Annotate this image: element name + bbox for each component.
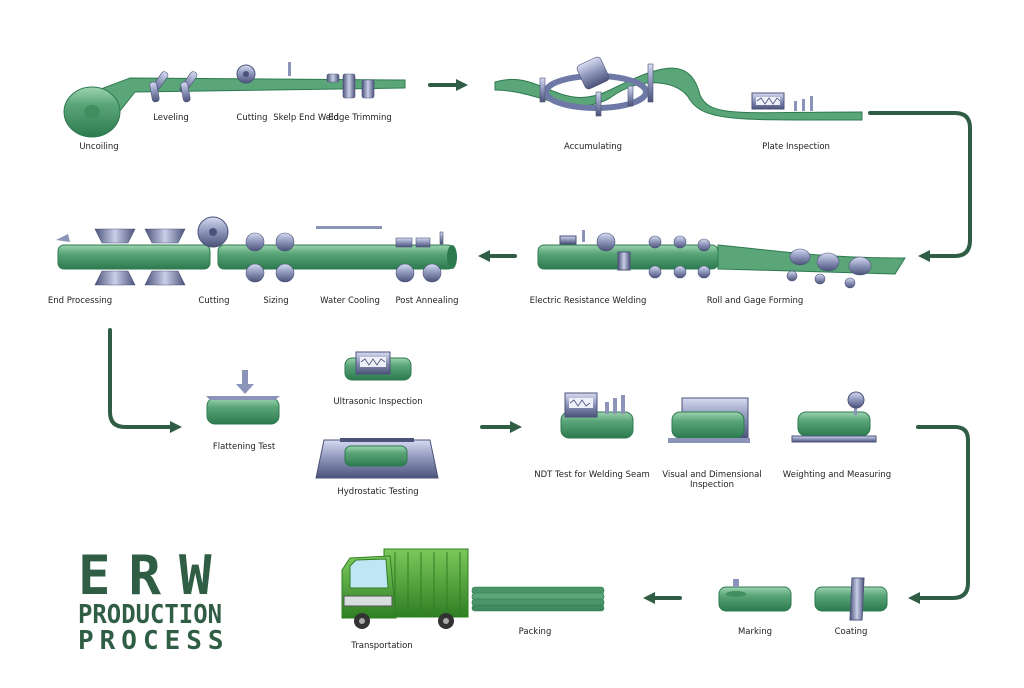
arrow-to-forming: [868, 111, 972, 258]
strip-line-1: [63, 62, 406, 138]
end-processing-rollers-icon: [94, 228, 186, 286]
label-ndt-test: NDT Test for Welding Seam: [534, 470, 650, 480]
end-processing-tool-icon: [56, 234, 70, 242]
label-roll-and-gage-forming: Roll and Gage Forming: [706, 296, 804, 306]
marking-icon: [718, 579, 792, 612]
label-weighting-measuring: Weighting and Measuring: [782, 470, 892, 480]
label-ultrasonic-inspection: Ultrasonic Inspection: [333, 397, 423, 407]
label-end-processing: End Processing: [47, 296, 113, 306]
water-cooling-bar-icon: [316, 226, 382, 229]
sizing-rollers-icon: [245, 232, 442, 283]
hydrostatic-testing-icon: [315, 438, 439, 479]
pipe-line-2: [56, 216, 457, 286]
label-marking: Marking: [737, 627, 773, 637]
welding-head-icon: [559, 230, 631, 271]
accumulator-drum-icon: [576, 56, 610, 90]
tests-row: [206, 351, 877, 479]
label-uncoiling: Uncoiling: [79, 142, 119, 152]
plate-inspection-device-icon: [751, 92, 813, 111]
cutting-saw-icon: [236, 64, 256, 84]
weld-torch-icon: [288, 62, 291, 76]
label-coating: Coating: [834, 627, 868, 637]
label-accumulating: Accumulating: [563, 142, 623, 152]
label-flattening-test: Flattening Test: [212, 442, 276, 452]
label-water-cooling: Water Cooling: [320, 296, 380, 306]
ultrasonic-inspection-icon: [344, 351, 412, 381]
weighing-icon: [791, 391, 877, 443]
label-hydrostatic-testing: Hydrostatic Testing: [337, 487, 419, 497]
label-cutting-1: Cutting: [236, 113, 268, 123]
ndt-test-icon: [560, 392, 634, 439]
pipe-cutting-saw-icon: [197, 216, 229, 248]
label-skelp-end-weld: Skelp End Weld: [273, 113, 339, 123]
title-line-3: PROCESS: [78, 626, 230, 656]
forming-rollers-icon: [596, 232, 872, 289]
label-visual-dimensional: Visual and Dimensional Inspection: [662, 470, 762, 490]
visual-dimensional-icon: [668, 397, 750, 443]
truck-icon: [341, 548, 469, 629]
title-line-1: ERW: [78, 544, 230, 607]
label-transportation: Transportation: [351, 641, 413, 651]
title-line-2: PRODUCTION: [78, 600, 223, 630]
label-edge-trimming: Edge Trimming: [328, 113, 392, 123]
arrow-to-flattening: [108, 328, 177, 429]
annealing-units-icon: [395, 231, 444, 248]
label-leveling: Leveling: [153, 113, 189, 123]
label-post-annealing: Post Annealing: [395, 296, 459, 306]
edge-trim-rollers-icon: [326, 73, 375, 99]
label-cutting-2: Cutting: [198, 296, 230, 306]
arrow-to-coating: [913, 425, 970, 600]
accumulator: [494, 56, 863, 121]
leveling-rollers-icon: [149, 71, 198, 103]
label-electric-resistance-welding: Electric Resistance Welding: [529, 296, 647, 306]
pipe-bundle-icon: [471, 586, 605, 612]
flow-arrows: [108, 83, 972, 600]
label-sizing: Sizing: [263, 296, 289, 306]
gauge-icon: [847, 391, 865, 409]
coating-icon: [814, 577, 888, 621]
pipe-line-3: [537, 230, 906, 289]
label-plate-inspection: Plate Inspection: [762, 142, 830, 152]
flattening-test-icon: [206, 370, 280, 425]
label-packing: Packing: [518, 627, 552, 637]
arrow-heads: [170, 79, 930, 604]
shipping-row: [341, 548, 888, 629]
